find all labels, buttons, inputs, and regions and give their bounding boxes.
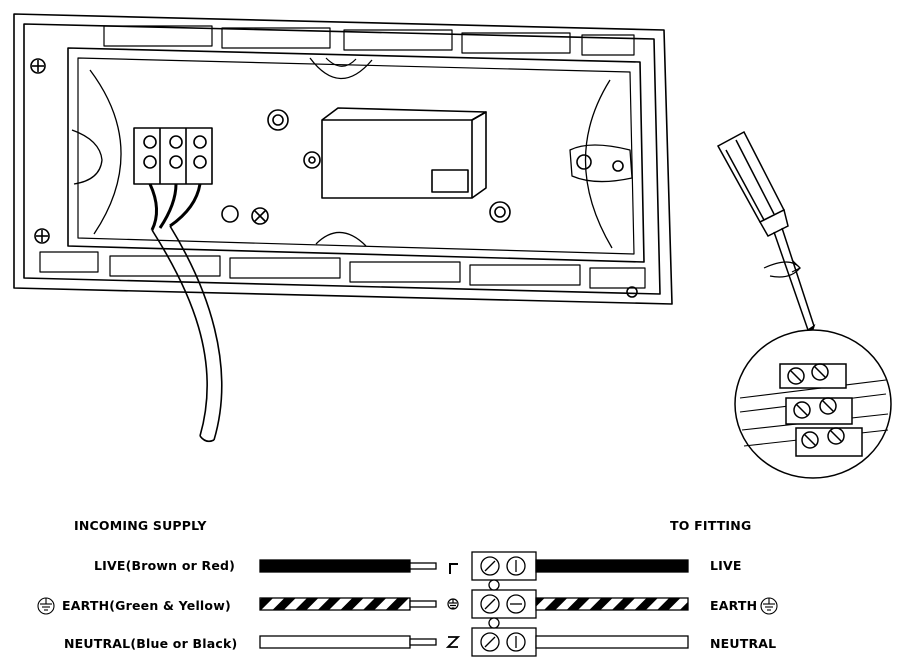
live-terminal-marker [449,563,458,574]
live-incoming-wire [259,559,411,573]
magnified-terminal [734,329,892,479]
neutral-fitting-label: NEUTRAL [710,636,777,651]
wiring-schematic [259,551,689,657]
neutral-terminal-marker [445,636,461,648]
fitting-terminal-block [133,127,213,185]
bottom-vent-slots [39,251,646,289]
neutral-fitting-wire [535,635,689,649]
frame-screw-icon [30,58,638,298]
driver-box [303,107,487,199]
schematic-terminal-block [471,551,537,657]
live-incoming-label: LIVE(Brown or Red) [94,558,236,573]
fitting-tray [67,47,645,263]
earth-terminal-marker [447,598,459,610]
neutral-incoming-wire [259,635,411,649]
screwdriver-icon [716,130,816,345]
light-fitting [13,13,673,305]
fitting-outer-frame [13,13,673,305]
live-fitting-wire [535,559,689,573]
live-fitting-label: LIVE [710,558,742,573]
incoming-cable [148,183,223,443]
earth-incoming-wire [259,597,411,611]
neutral-incoming-label: NEUTRAL(Blue or Black) [64,636,238,651]
fitting-inner-frame [23,23,661,295]
to-fitting-header: TO FITTING [670,518,752,533]
incoming-supply-header: INCOMING SUPPLY [74,518,207,533]
earth-incoming-label: EARTH(Green & Yellow) [62,598,231,613]
terminal-markers [445,563,461,648]
earth-fitting-label: EARTH [710,598,758,613]
top-vent-slots [103,25,635,56]
earth-ground-icon [760,597,778,615]
earth-fitting-wire [535,597,689,611]
earth-ground-icon [37,597,55,615]
